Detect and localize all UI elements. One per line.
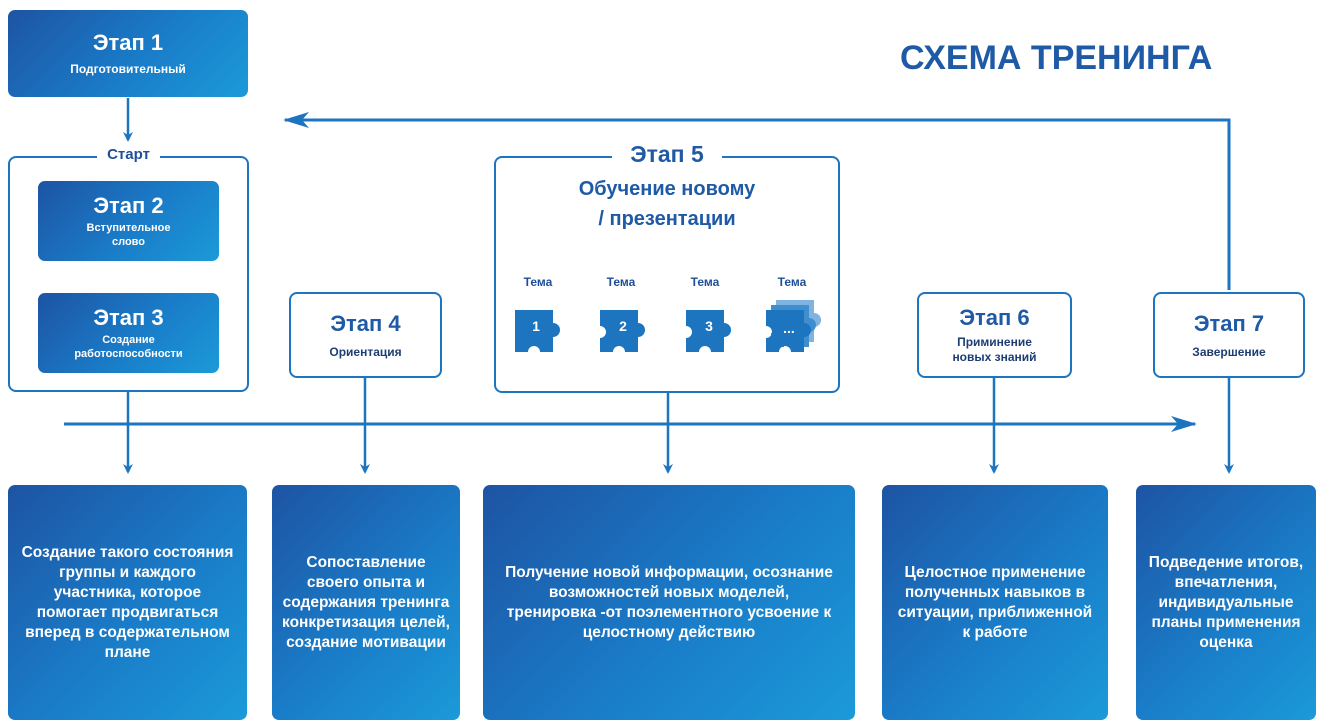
stage6-name: Этап 6 bbox=[959, 305, 1030, 330]
feedback-loop-line bbox=[283, 112, 1231, 290]
stage2-box: Этап 2 Вступительное слово bbox=[38, 181, 219, 261]
puzzle-piece-3-icon bbox=[686, 310, 731, 352]
outcome-box-2: Сопоставление своего опыта и содержания … bbox=[272, 485, 460, 720]
stage5-desc-line2: / презентации bbox=[598, 208, 736, 230]
puzzle-piece-2-icon bbox=[600, 310, 645, 352]
stage7-name: Этап 7 bbox=[1193, 310, 1265, 336]
stage6-desc: Приминение новых знаний bbox=[952, 335, 1037, 364]
topic-num-4: ... bbox=[783, 320, 795, 336]
outcome-box-5: Подведение итогов, впечатления, индивиду… bbox=[1136, 485, 1316, 720]
outcome-box-4: Целостное применение полученных навыков … bbox=[882, 485, 1108, 720]
topic-label-4: Тема bbox=[777, 275, 807, 289]
stage2-name: Этап 2 bbox=[93, 193, 164, 218]
topic-num-3: 3 bbox=[705, 318, 713, 334]
stage3-name: Этап 3 bbox=[93, 305, 164, 330]
topic-num-2: 2 bbox=[619, 318, 627, 334]
outcome-text-2: Сопоставление своего опыта и содержания … bbox=[282, 553, 450, 651]
stage3-desc: Создание работоспособности bbox=[74, 334, 183, 360]
topic-num-1: 1 bbox=[532, 318, 540, 334]
stage5-desc-line1: Обучение новому bbox=[578, 178, 756, 200]
stage4-name: Этап 4 bbox=[330, 310, 401, 336]
topic-label-3: Тема bbox=[690, 275, 720, 289]
outcome-text-1: Создание такого состояния группы и каждо… bbox=[21, 543, 234, 661]
stage5-name: Этап 5 bbox=[612, 141, 722, 167]
stage7-desc: Завершение bbox=[1192, 344, 1266, 359]
start-label: Старт bbox=[97, 146, 160, 163]
puzzle-piece-1-icon bbox=[515, 310, 560, 352]
outcome-text-5: Подведение итогов, впечатления, индивиду… bbox=[1148, 553, 1304, 651]
stage7-box: Этап 7 Завершение bbox=[1153, 292, 1305, 378]
stage1-box: Этап 1 Подготовительный bbox=[8, 10, 248, 97]
stage3-box: Этап 3 Создание работоспособности bbox=[38, 293, 219, 373]
puzzle-stack-icon bbox=[766, 300, 821, 352]
topic-label-2: Тема bbox=[606, 275, 636, 289]
stage1-name: Этап 1 bbox=[92, 30, 164, 55]
stage2-desc: Вступительное слово bbox=[86, 222, 171, 248]
outcome-text-4: Целостное применение полученных навыков … bbox=[897, 563, 1093, 641]
outcome-box-1: Создание такого состояния группы и каждо… bbox=[8, 485, 247, 720]
stage6-box: Этап 6 Приминение новых знаний bbox=[917, 292, 1072, 378]
outcome-box-3: Получение новой информации, осознание во… bbox=[483, 485, 855, 720]
page-title: СХЕМА ТРЕНИНГА bbox=[900, 39, 1213, 77]
topic-label-1: Тема bbox=[523, 275, 553, 289]
stage1-desc: Подготовительный bbox=[70, 62, 186, 76]
stage4-desc: Ориентация bbox=[329, 344, 402, 359]
stage4-box: Этап 4 Ориентация bbox=[289, 292, 442, 378]
outcome-text-3: Получение новой информации, осознание во… bbox=[505, 563, 833, 641]
